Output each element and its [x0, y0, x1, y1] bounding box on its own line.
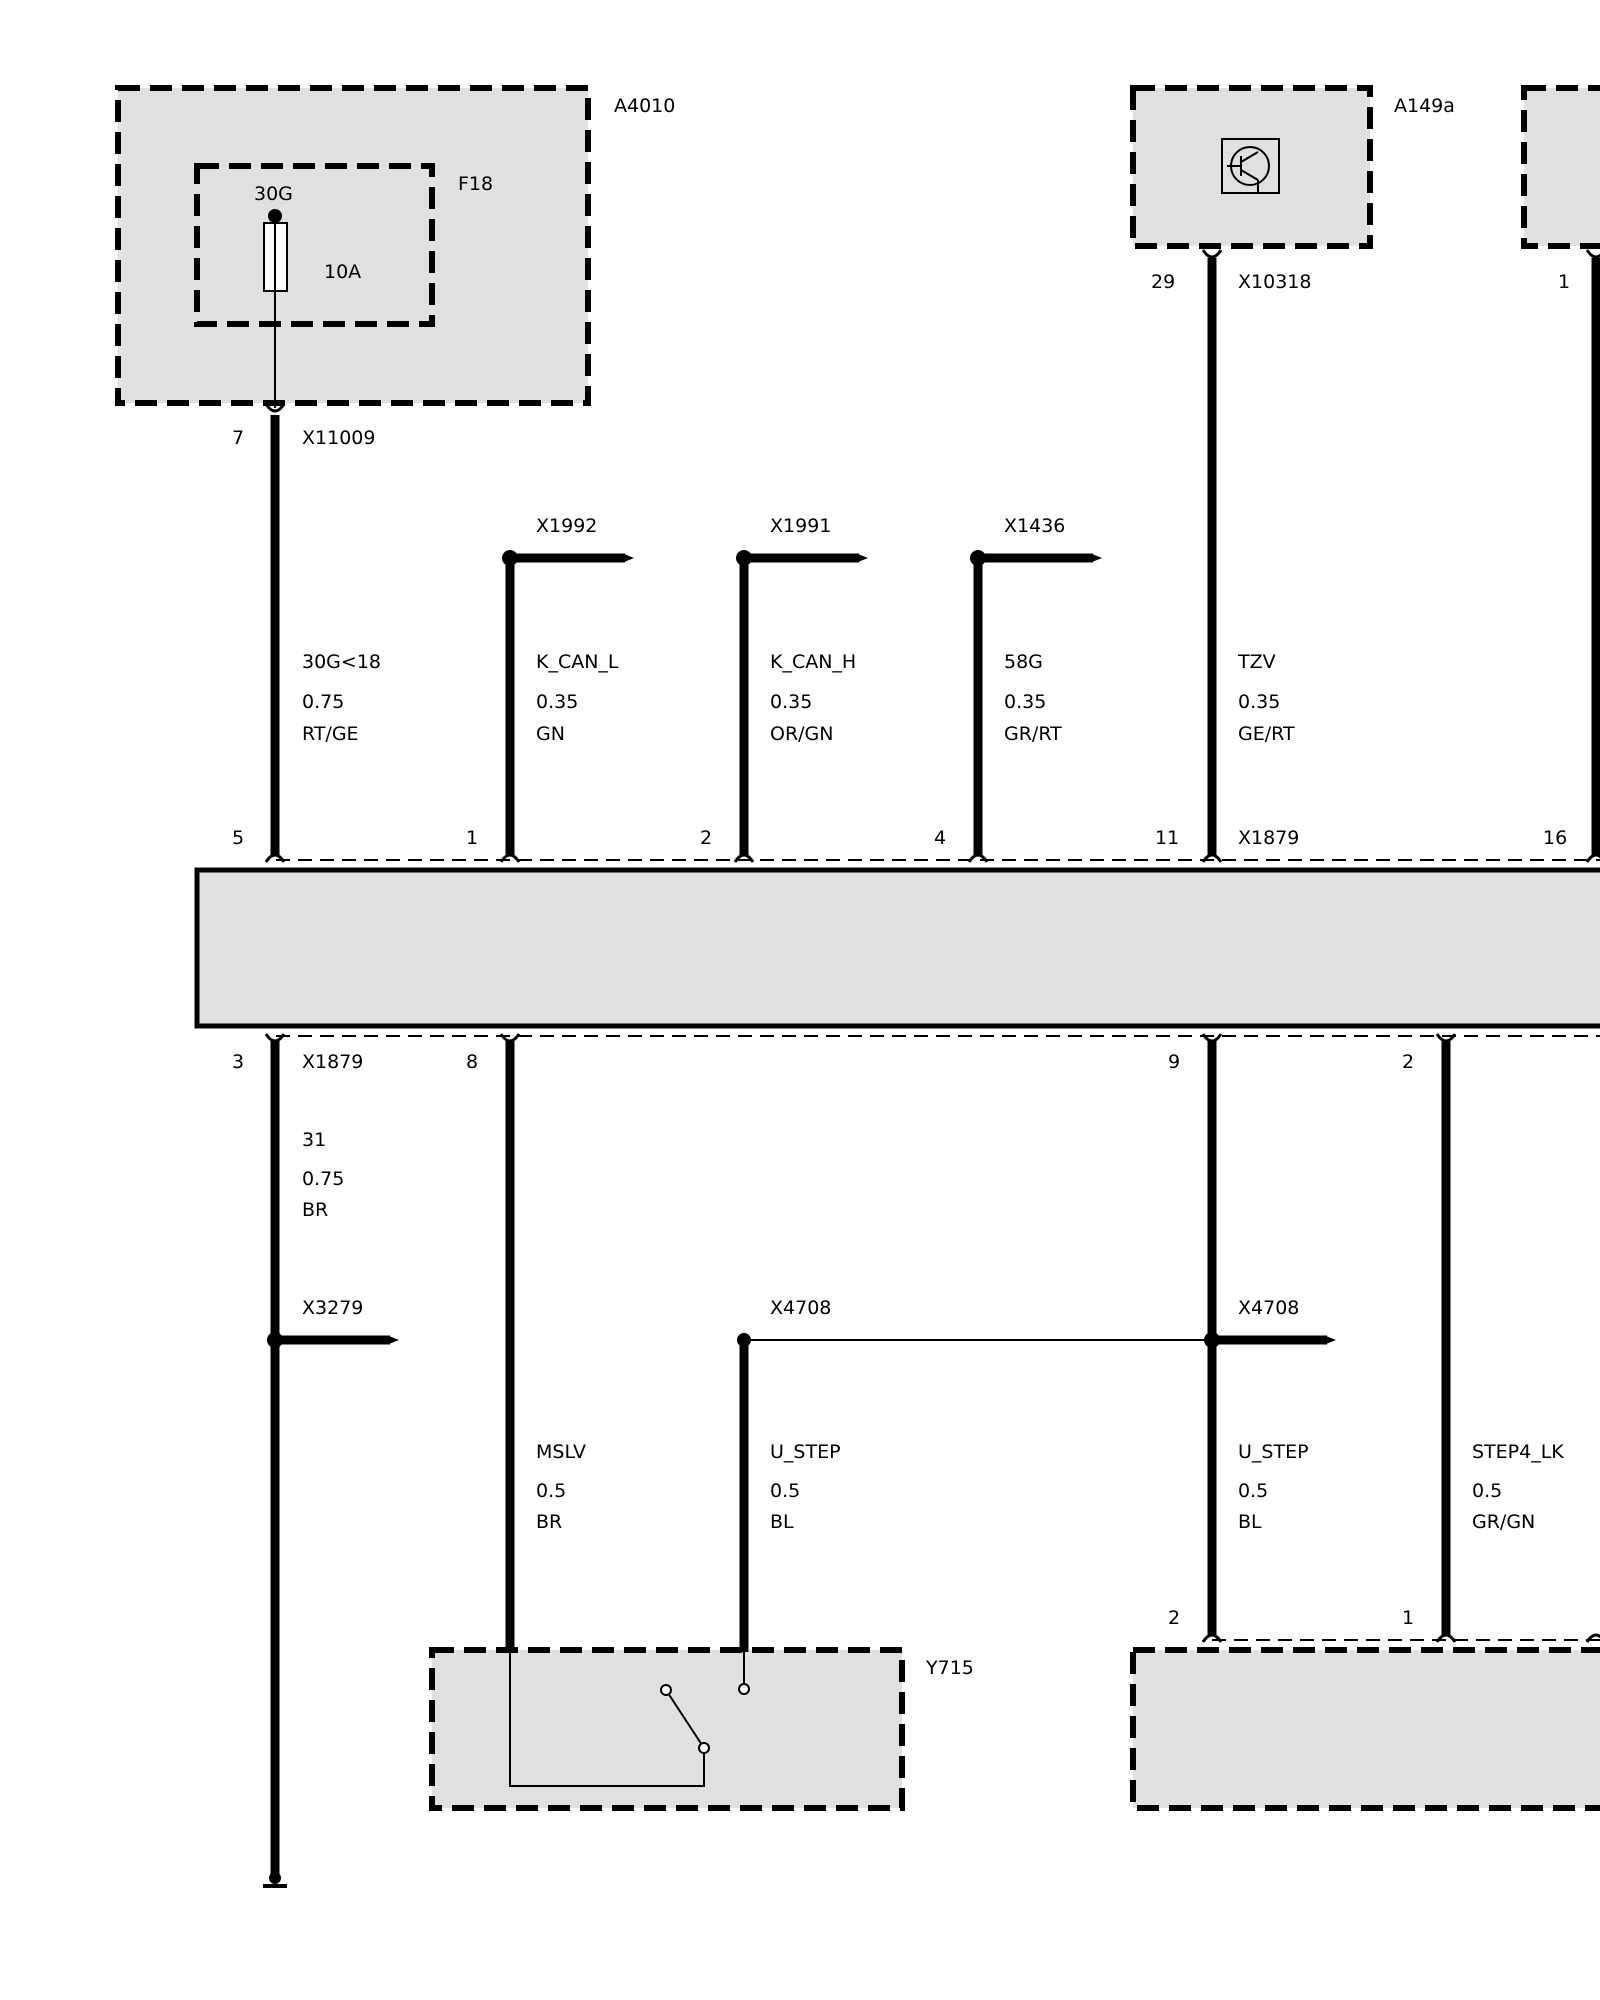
svg-text:0.5: 0.5 — [770, 1480, 800, 1502]
svg-text:BL: BL — [1238, 1511, 1262, 1533]
label-a4010: A4010 — [614, 95, 675, 117]
pin-bar-bottom-2: 2 — [1402, 1051, 1414, 1073]
svg-text:58G: 58G — [1004, 651, 1043, 673]
module-a149a-box — [1130, 85, 1373, 249]
label-x1879-top: X1879 — [1238, 827, 1299, 849]
svg-text:0.35: 0.35 — [536, 691, 578, 713]
pin-a149a-out: 29 — [1151, 271, 1175, 293]
wire-spec-u-step-left: U_STEP 0.5 BL — [770, 1441, 841, 1533]
svg-text:RT/GE: RT/GE — [302, 723, 359, 745]
fuse-f18-box — [194, 163, 435, 327]
label-x4708-left: X4708 — [770, 1297, 831, 1319]
ground-icon — [263, 1872, 287, 1888]
label-x1991: X1991 — [770, 515, 831, 537]
label-x1992: X1992 — [536, 515, 597, 537]
splice-x1992 — [502, 550, 518, 566]
wire-spec-58g: 58G 0.35 GR/RT — [1004, 651, 1062, 745]
wire-spec-k-can-l: K_CAN_L 0.35 GN — [536, 651, 619, 745]
svg-text:STEP4_LK: STEP4_LK — [1472, 1441, 1564, 1463]
pin-bar-top-2: 2 — [700, 827, 712, 849]
svg-text:K_CAN_H: K_CAN_H — [770, 651, 856, 673]
label-x11009: X11009 — [302, 427, 375, 449]
label-x10318: X10318 — [1238, 271, 1311, 293]
pin-bar-top-11: 11 — [1155, 827, 1179, 849]
pin-bar-bottom-3: 3 — [232, 1051, 244, 1073]
wire-spec-mslv: MSLV 0.5 BR — [536, 1441, 586, 1533]
pin-module-bottom-2: 2 — [1168, 1607, 1180, 1629]
splice-x1991 — [736, 550, 752, 566]
wire-spec-31: 31 0.75 BR — [302, 1129, 344, 1221]
label-fuse-terminal: 30G — [254, 183, 293, 205]
svg-text:BL: BL — [770, 1511, 794, 1533]
pin-module-bottom-1: 1 — [1402, 1607, 1414, 1629]
svg-text:0.35: 0.35 — [770, 691, 812, 713]
wire-spec-u-step-right: U_STEP 0.5 BL — [1238, 1441, 1309, 1533]
valve-y715-box — [429, 1647, 905, 1811]
svg-text:OR/GN: OR/GN — [770, 723, 834, 745]
svg-text:GN: GN — [536, 723, 565, 745]
splice-x4708-left — [737, 1333, 751, 1347]
label-x4708-right: X4708 — [1238, 1297, 1299, 1319]
label-x1436: X1436 — [1004, 515, 1065, 537]
svg-text:U_STEP: U_STEP — [770, 1441, 841, 1463]
svg-text:0.35: 0.35 — [1238, 691, 1280, 713]
label-y715: Y715 — [925, 1657, 974, 1679]
svg-text:GE/RT: GE/RT — [1238, 723, 1295, 745]
transistor-icon — [1221, 138, 1280, 194]
pin-bar-top-4: 4 — [934, 827, 946, 849]
label-f18: F18 — [458, 173, 493, 195]
label-x3279: X3279 — [302, 1297, 363, 1319]
switch-icon — [509, 1652, 750, 1787]
splice-x3279 — [267, 1332, 283, 1348]
pin-bar-bottom-9: 9 — [1168, 1051, 1180, 1073]
svg-text:0.75: 0.75 — [302, 691, 344, 713]
svg-text:BR: BR — [302, 1199, 328, 1221]
svg-text:K_CAN_L: K_CAN_L — [536, 651, 619, 673]
wire-spec-step4-lk: STEP4_LK 0.5 GR/GN — [1472, 1441, 1564, 1533]
svg-text:0.5: 0.5 — [536, 1480, 566, 1502]
pin-bar-top-16: 16 — [1543, 827, 1567, 849]
connector-bar-x1879 — [194, 867, 1600, 1029]
svg-text:0.75: 0.75 — [302, 1168, 344, 1190]
label-a149a: A149a — [1394, 95, 1455, 117]
module-bottom-right-box — [1130, 1647, 1600, 1811]
svg-text:30G<18: 30G<18 — [302, 651, 381, 673]
splice-x1436 — [970, 550, 986, 566]
pin-forks-top — [264, 249, 1600, 863]
svg-text:GR/RT: GR/RT — [1004, 723, 1062, 745]
pin-bar-top-5: 5 — [232, 827, 244, 849]
svg-text:0.35: 0.35 — [1004, 691, 1046, 713]
splice-x4708-right — [1204, 1332, 1220, 1348]
wire-spec-tzv: TZV 0.35 GE/RT — [1237, 651, 1295, 745]
svg-text:BR: BR — [536, 1511, 562, 1533]
pin-right-box-out: 1 — [1558, 271, 1570, 293]
pin-a4010-out: 7 — [232, 427, 244, 449]
svg-text:0.5: 0.5 — [1238, 1480, 1268, 1502]
wire-spec-k-can-h: K_CAN_H 0.35 OR/GN — [770, 651, 856, 745]
svg-text:U_STEP: U_STEP — [1238, 1441, 1309, 1463]
svg-text:MSLV: MSLV — [536, 1441, 586, 1463]
svg-text:31: 31 — [302, 1129, 326, 1151]
label-fuse-rating: 10A — [324, 261, 361, 283]
svg-text:TZV: TZV — [1237, 651, 1276, 673]
svg-text:0.5: 0.5 — [1472, 1480, 1502, 1502]
svg-text:GR/GN: GR/GN — [1472, 1511, 1535, 1533]
label-x1879-bottom: X1879 — [302, 1051, 363, 1073]
pin-bar-bottom-8: 8 — [466, 1051, 478, 1073]
pin-bar-top-1: 1 — [466, 827, 478, 849]
wire-spec-30g: 30G<18 0.75 RT/GE — [302, 651, 381, 745]
module-right-top-box — [1521, 85, 1600, 249]
pin-forks-bottom — [264, 1033, 1600, 1643]
